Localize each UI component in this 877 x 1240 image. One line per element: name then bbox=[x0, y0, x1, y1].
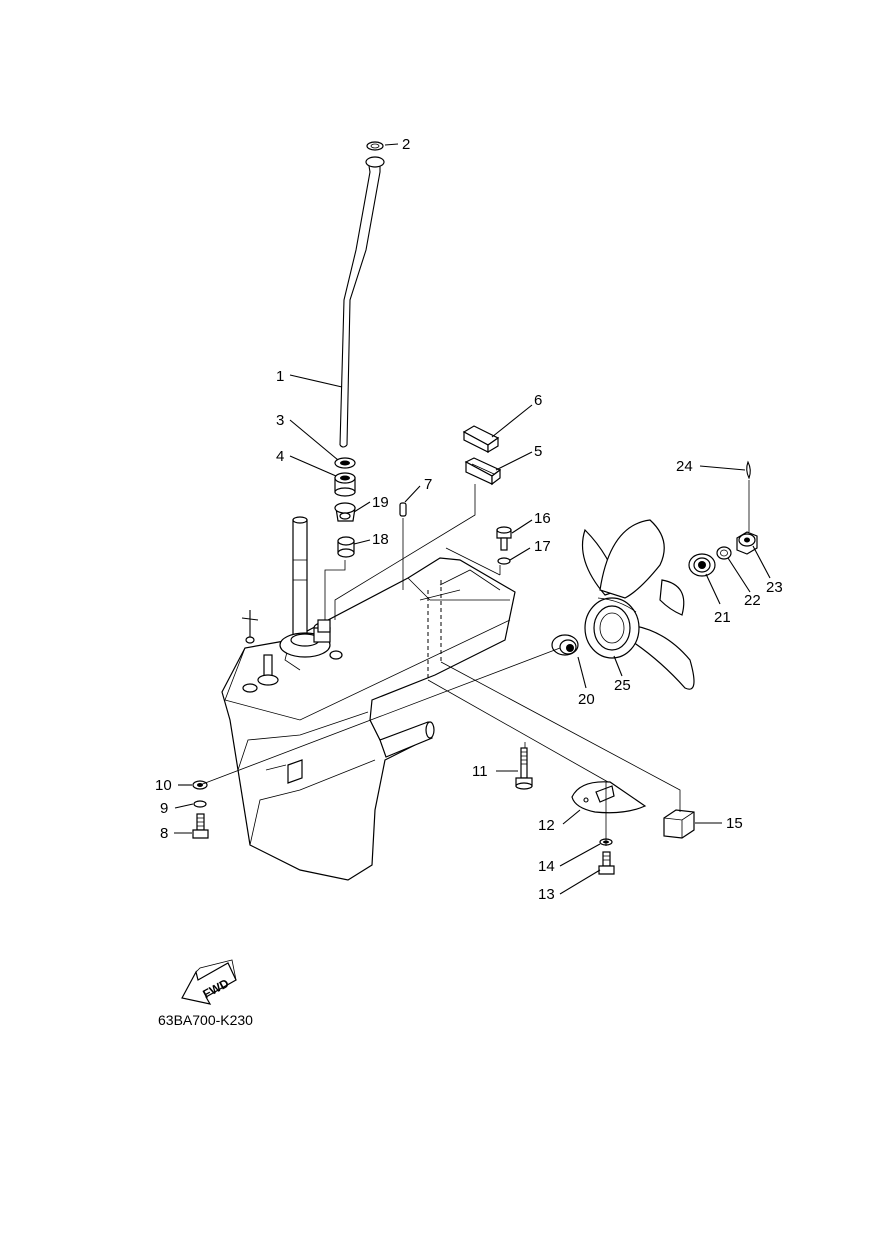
callout-11: 11 bbox=[472, 763, 488, 780]
callout-21: 21 bbox=[714, 609, 731, 626]
callout-14: 14 bbox=[538, 858, 555, 875]
part-4-grommet bbox=[334, 472, 356, 497]
part-3-seal bbox=[334, 457, 356, 469]
callout-10: 10 bbox=[155, 777, 172, 794]
part-24-cotter-pin bbox=[746, 460, 751, 480]
part-11-bolt bbox=[515, 747, 533, 790]
part-15-anode bbox=[663, 809, 695, 839]
callout-17: 17 bbox=[534, 538, 551, 555]
part-22-washer bbox=[716, 546, 732, 560]
part-16-bolt bbox=[496, 526, 512, 551]
part-20-thrust-washer bbox=[551, 634, 579, 656]
part-1-water-tube bbox=[339, 156, 385, 448]
callout-24: 24 bbox=[676, 458, 693, 475]
diagram-code: 63BA700-K230 bbox=[158, 1012, 253, 1028]
part-18-bushing bbox=[337, 536, 355, 558]
part-2-washer bbox=[366, 141, 384, 151]
callout-18: 18 bbox=[372, 531, 389, 548]
part-9-washer bbox=[193, 800, 207, 808]
fwd-arrow-icon: FWD bbox=[181, 959, 237, 1005]
callout-19: 19 bbox=[372, 494, 389, 511]
part-19-grommet bbox=[334, 502, 356, 522]
callout-9: 9 bbox=[160, 800, 168, 817]
leader-lines bbox=[174, 143, 771, 895]
lower-casing bbox=[221, 516, 516, 881]
alignment-lines bbox=[199, 480, 750, 846]
callout-1: 1 bbox=[276, 368, 284, 385]
callout-6: 6 bbox=[534, 392, 542, 409]
part-23-nut bbox=[736, 531, 758, 555]
part-7-dowel-pin bbox=[399, 502, 407, 517]
part-17-washer bbox=[497, 557, 511, 565]
callout-25: 25 bbox=[614, 677, 631, 694]
part-21-spacer bbox=[688, 553, 716, 577]
callout-labels: 1 2 3 4 5 6 7 8 9 10 11 12 13 14 15 16 1… bbox=[155, 136, 783, 903]
callout-7: 7 bbox=[424, 476, 432, 493]
callout-5: 5 bbox=[534, 443, 542, 460]
callout-13: 13 bbox=[538, 886, 555, 903]
callout-3: 3 bbox=[276, 412, 284, 429]
part-13-bolt bbox=[598, 851, 615, 875]
part-12-trim-tab bbox=[571, 781, 647, 814]
callout-16: 16 bbox=[534, 510, 551, 527]
part-25-propeller bbox=[581, 519, 695, 690]
part-5-seal bbox=[464, 457, 502, 486]
callout-23: 23 bbox=[766, 579, 783, 596]
callout-8: 8 bbox=[160, 825, 168, 842]
callout-20: 20 bbox=[578, 691, 595, 708]
part-6-rubber-seal bbox=[462, 425, 500, 454]
part-8-bolt bbox=[192, 813, 209, 839]
callout-4: 4 bbox=[276, 448, 284, 465]
callout-2: 2 bbox=[402, 136, 410, 153]
callout-12: 12 bbox=[538, 817, 555, 834]
callout-15: 15 bbox=[726, 815, 743, 832]
callout-22: 22 bbox=[744, 592, 761, 609]
